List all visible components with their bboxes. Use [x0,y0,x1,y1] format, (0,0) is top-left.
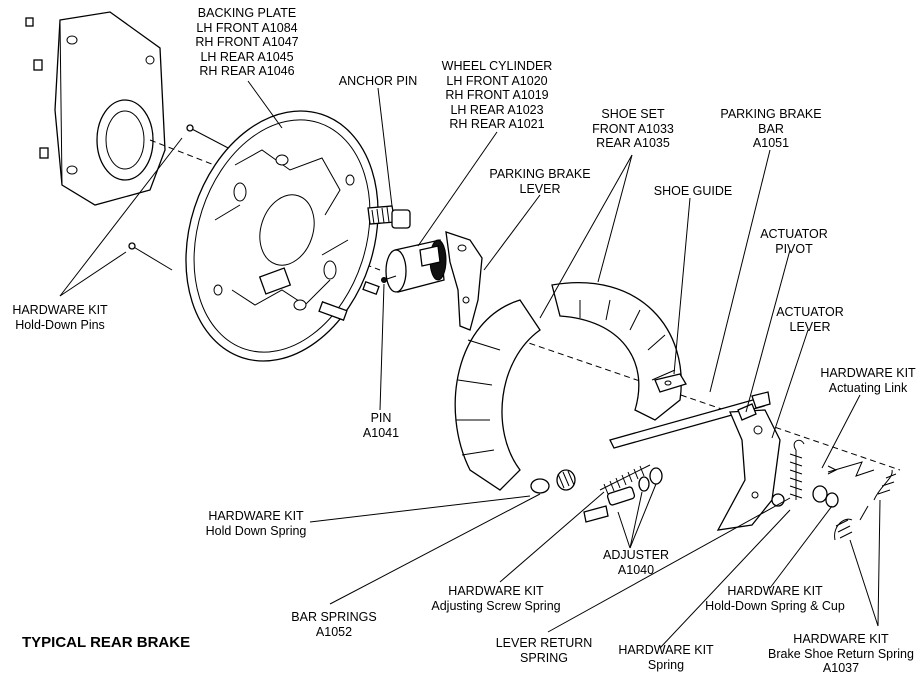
label-parking-brake-lever: PARKING BRAKE LEVER [489,167,591,196]
wheel-cylinder [385,239,447,293]
label-hk-hold-down-spring-cup: HARDWARE KIT Hold-Down Spring & Cup [705,584,845,613]
brake-shoe-return-springs [834,469,897,541]
label-hk-adjusting-screw-spring: HARDWARE KIT Adjusting Screw Spring [431,584,561,613]
actuating-link [827,461,875,477]
label-hk-actuating-link: HARDWARE KIT Actuating Link [820,366,916,395]
hold-down-pins [128,124,233,271]
mounting-bolt [318,281,380,321]
hold-down-spring-cup [771,485,839,508]
label-hk-brake-shoe-return-spring: HARDWARE KIT Brake Shoe Return Spring A1… [768,632,914,675]
parking-brake-bar [609,391,771,449]
label-pin: PIN A1041 [362,411,400,440]
label-hk-spring: HARDWARE KIT Spring [618,643,714,672]
label-parking-brake-bar: PARKING BRAKE BAR A1051 [720,107,822,150]
leader-lines [59,80,881,649]
backing-plate [185,110,379,362]
label-actuator-pivot: ACTUATOR PIVOT [760,227,828,256]
cylinder-pin [381,275,397,283]
diagram-title: TYPICAL REAR BRAKE [22,634,191,651]
label-hk-hold-down-pins: HARDWARE KIT Hold-Down Pins [12,303,108,332]
label-lever-return-spring: LEVER RETURN SPRING [495,636,593,665]
lever-return-spring [789,439,805,500]
label-shoe-set: SHOE SET FRONT A1033 REAR A1035 [592,107,674,150]
brake-shoes [454,282,682,491]
hold-down-spring [530,469,576,494]
label-shoe-guide: SHOE GUIDE [653,184,733,198]
adjuster [583,467,663,523]
actuator-lever [716,403,781,531]
label-anchor-pin: ANCHOR PIN [338,74,418,88]
label-hk-hold-down-spring: HARDWARE KIT Hold Down Spring [205,509,307,538]
adjusting-screw-spring [599,464,651,495]
anchor-pin [367,205,411,229]
label-wheel-cylinder: WHEEL CYLINDER LH FRONT A1020 RH FRONT A… [441,59,553,131]
hub-flange [25,11,166,206]
shoe-guide [654,373,687,393]
label-adjuster: ADJUSTER A1040 [603,548,669,577]
label-bar-springs: BAR SPRINGS A1052 [291,610,377,639]
label-actuator-lever: ACTUATOR LEVER [776,305,844,334]
label-backing-plate: BACKING PLATE LH FRONT A1084 RH FRONT A1… [195,6,299,78]
parking-brake-lever [445,231,483,331]
